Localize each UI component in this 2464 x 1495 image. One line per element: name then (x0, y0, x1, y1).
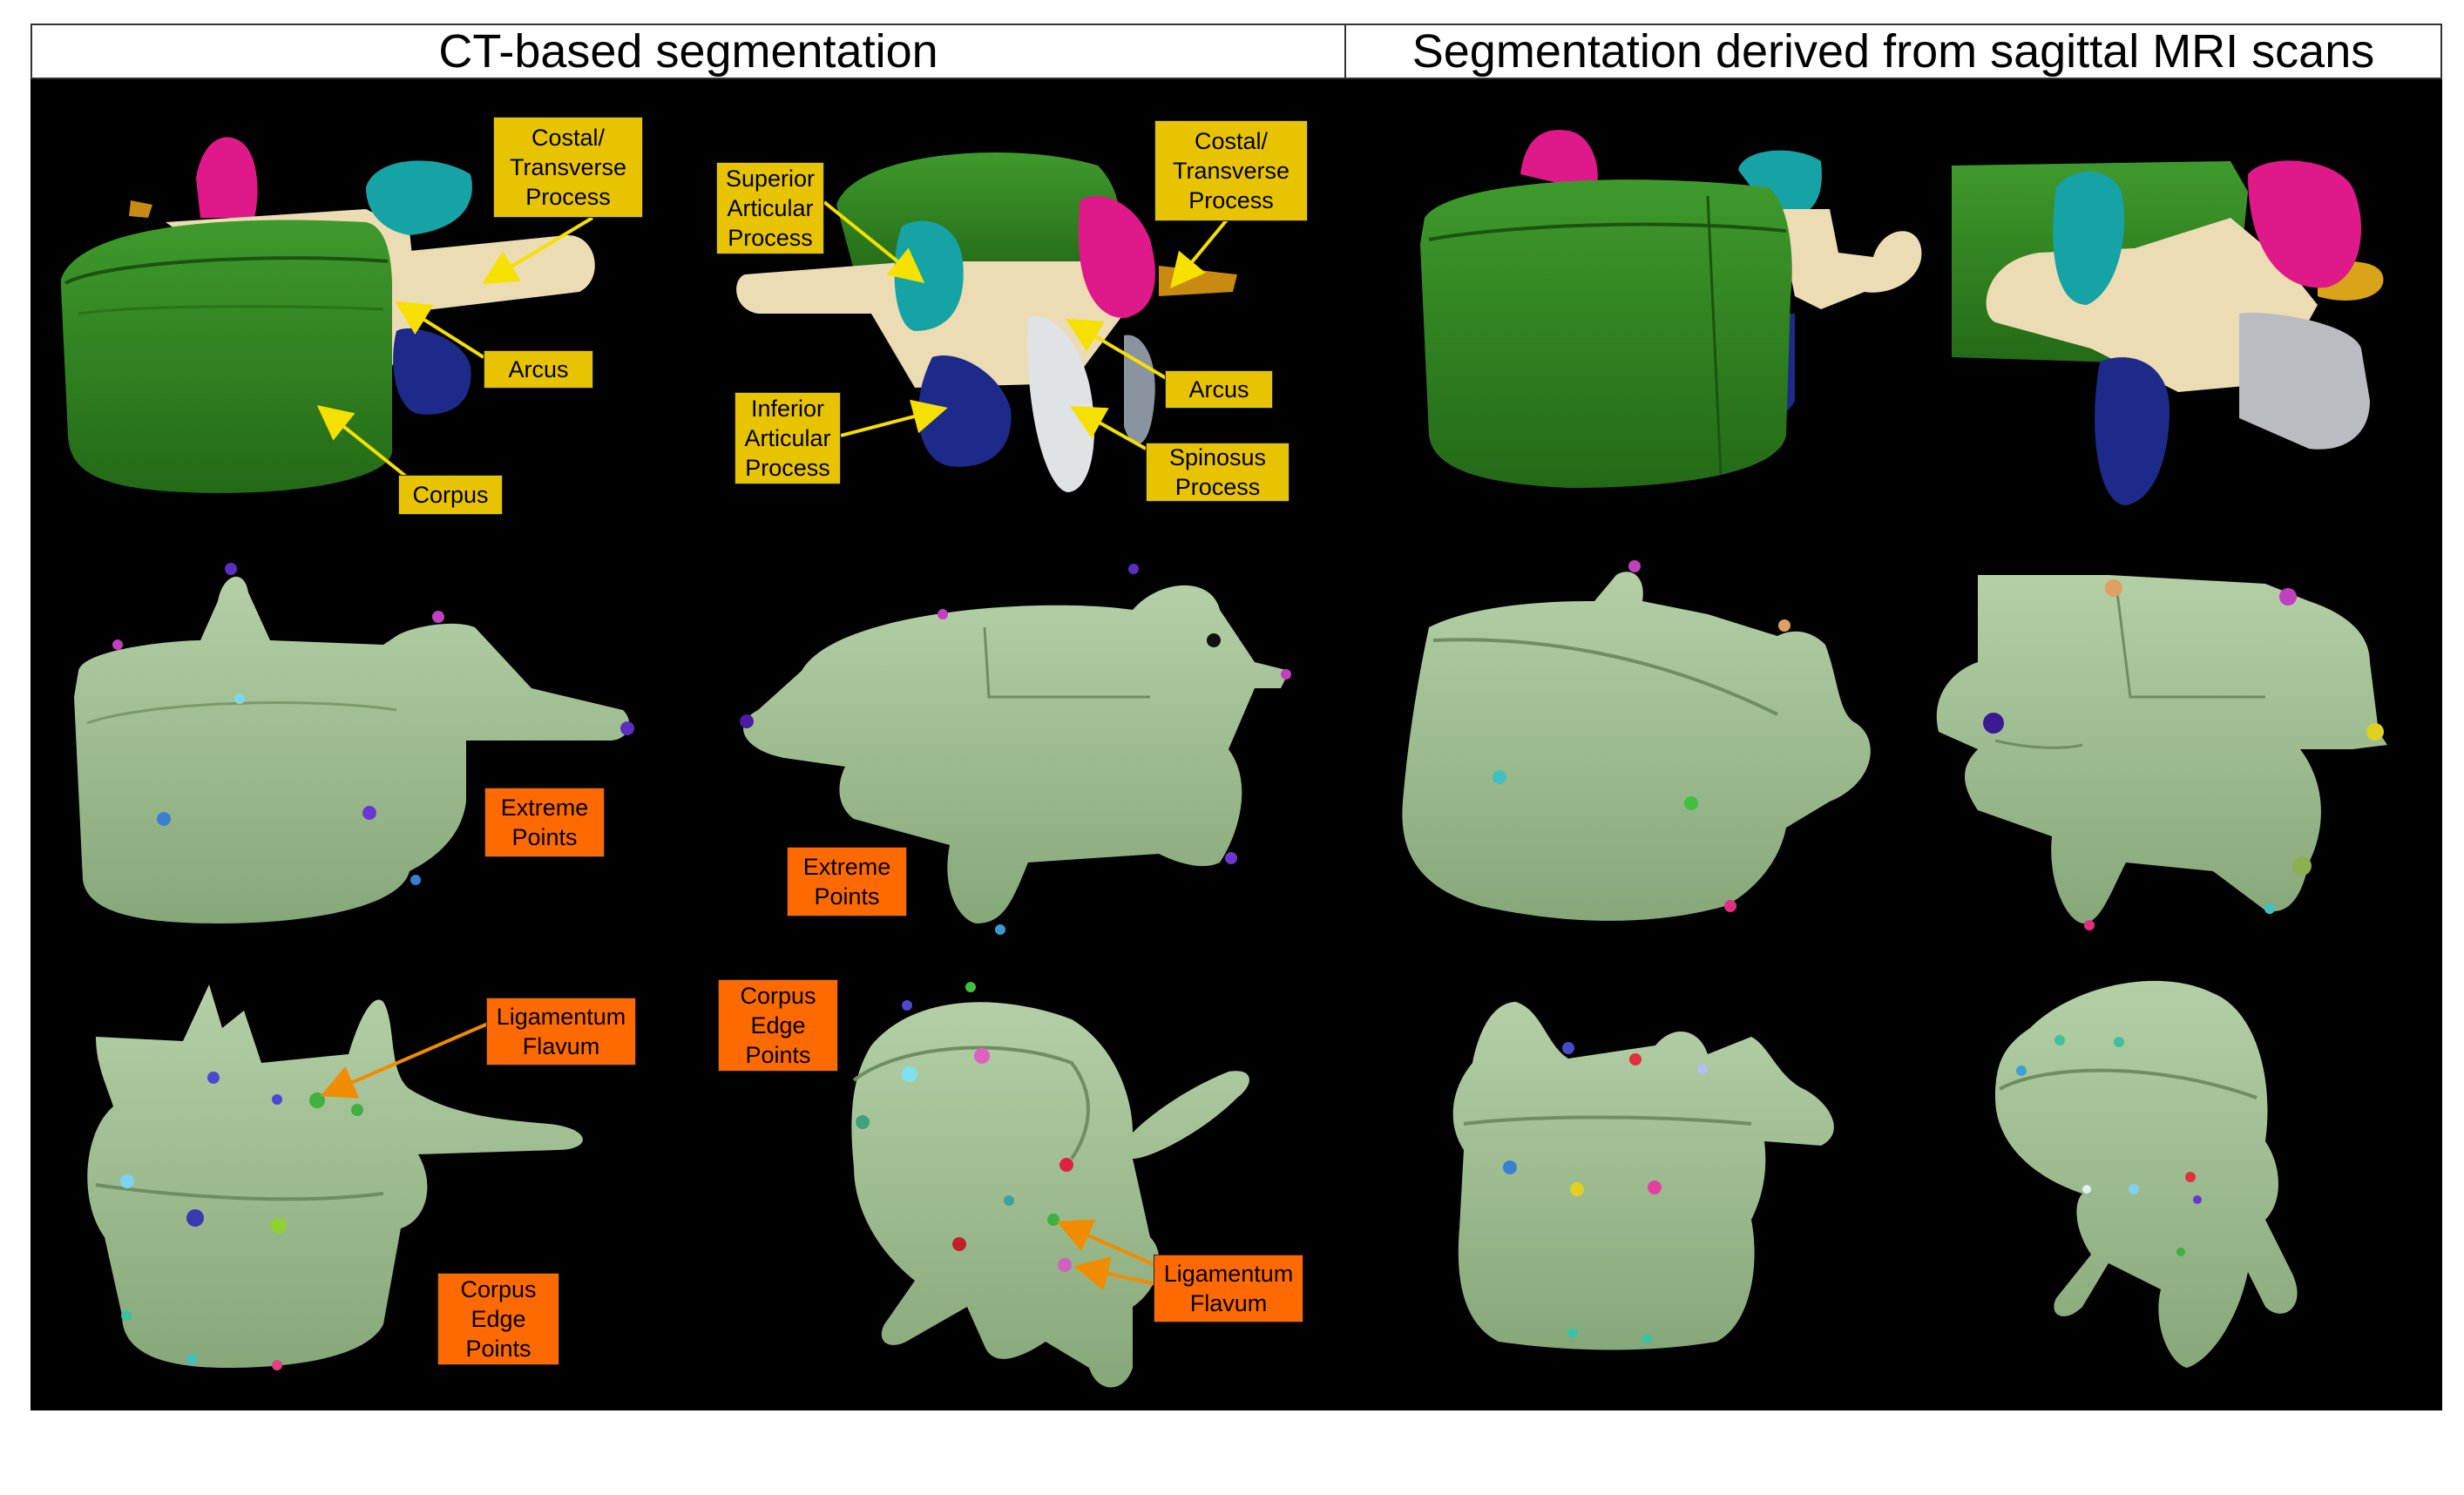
costal-pink (196, 137, 258, 218)
corpus-1 (61, 220, 392, 493)
mri-corpus-1 (1420, 179, 1792, 489)
mri-mesh-1 (1402, 572, 1871, 921)
spinosus-process-2 (1027, 315, 1094, 492)
header-mri-segmentation: Segmentation derived from sagittal MRI s… (1344, 24, 2442, 79)
superior-articular-1 (366, 160, 472, 235)
label-extreme-points-1: Extreme Points (484, 788, 605, 857)
ct-extreme-points-view-2 (740, 564, 1291, 935)
label-costal-transverse-process-2: Costal/ Transverse Process (1154, 120, 1308, 221)
mri-superior-2 (2053, 171, 2125, 305)
mri-costal-pink-2 (2248, 160, 2361, 288)
mri-spinosus-2 (2239, 313, 2370, 450)
mri-mesh-3 (1452, 1002, 1834, 1350)
mri-segmentation-view-2 (1952, 160, 2384, 505)
mri-inferior-2 (2095, 357, 2170, 505)
label-inferior-articular-process: Inferior Articular Process (734, 392, 841, 484)
mri-extreme-points-view-1 (1402, 560, 1871, 921)
header-ct-segmentation: CT-based segmentation (30, 24, 1346, 79)
ct-mesh-4 (851, 1002, 1249, 1388)
label-corpus-edge-points-2: Corpus Edge Points (718, 979, 838, 1072)
label-spinosus-process: Spinosus Process (1146, 443, 1290, 502)
corpus-2 (836, 152, 1120, 279)
ct-segmentation-view-1 (61, 137, 595, 493)
ct-extreme-points-view-1 (74, 563, 634, 923)
ct-corpus-edge-view-1 (87, 984, 583, 1370)
mri-corpus-edge-view-2 (1995, 980, 2298, 1368)
mri-superior-1 (1738, 150, 1822, 222)
label-superior-articular-process: Superior Articular Process (716, 162, 824, 254)
yellow-arrows (316, 200, 1230, 481)
ct-corpus-edge-view-2 (851, 982, 1249, 1388)
costal-pink-2 (1078, 196, 1155, 318)
inferior-articular-2 (917, 355, 1012, 467)
label-ligamentum-flavum-1: Ligamentum Flavum (486, 998, 636, 1065)
mri-arcus-1 (1777, 209, 1922, 309)
label-corpus-edge-points-1: Corpus Edge Points (437, 1273, 559, 1365)
label-extreme-points-2: Extreme Points (787, 847, 907, 917)
inferior-articular-1 (393, 328, 471, 415)
costal-left-part (129, 200, 152, 218)
label-ligamentum-flavum-2: Ligamentum Flavum (1154, 1255, 1303, 1322)
mri-extreme-points-view-2 (1936, 575, 2387, 930)
mri-mesh-2 (1936, 575, 2387, 923)
label-arcus-2: Arcus (1165, 370, 1273, 409)
mri-segmentation-view-1 (1420, 130, 1922, 489)
mri-costal-pink-1 (1520, 130, 1598, 192)
orange-arrows (320, 1022, 1161, 1291)
mri-mesh-4 (1995, 980, 2298, 1368)
ct-mesh-1 (74, 576, 630, 923)
spinosus-dark-2 (1124, 335, 1155, 444)
ct-mesh-2 (743, 585, 1290, 923)
label-costal-transverse-process-1: Costal/ Transverse Process (493, 117, 643, 218)
label-corpus: Corpus (398, 475, 503, 515)
label-arcus-1: Arcus (484, 350, 593, 389)
left-gap (0, 549, 30, 967)
mri-corpus-edge-view-1 (1452, 1002, 1834, 1350)
